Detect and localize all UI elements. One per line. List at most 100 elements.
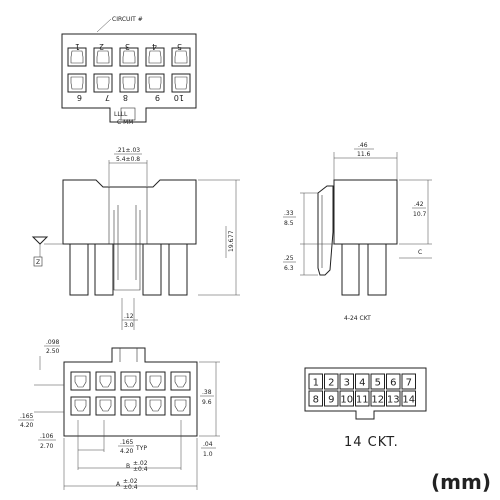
- circuit-leader: [96, 18, 112, 33]
- ckt-cell-number: 14: [402, 395, 415, 406]
- dim-420: 4.20: [20, 422, 34, 429]
- bottom-number-6: 6: [77, 93, 82, 102]
- bottom-number-10: 10: [174, 93, 184, 102]
- bottom-cavity: [70, 396, 91, 416]
- bottom-cavity: [170, 396, 191, 416]
- bottom-cavity-key: [124, 399, 137, 412]
- top-housing: [61, 33, 197, 123]
- b-tol: ±.02: [133, 460, 148, 467]
- ckt-cell: [339, 390, 354, 407]
- ckt-cell-number: 12: [371, 395, 384, 406]
- a-tol: ±.02: [123, 478, 138, 485]
- top-cavity-key: [148, 50, 162, 64]
- dim-098: .098: [46, 339, 60, 346]
- ckt-cell-number: 3: [344, 378, 350, 389]
- unit-label: (mm): [431, 470, 491, 494]
- dim-c: .25: [284, 255, 294, 262]
- ckt-cell: [386, 373, 401, 390]
- ckt-cell: [386, 390, 401, 407]
- ckt-cell-number: 8: [313, 395, 319, 406]
- circuit-label: CIRCUIT #: [112, 16, 143, 23]
- dim-width-mm: 11.6: [357, 151, 371, 158]
- front-latch: [113, 210, 141, 291]
- datum-triangle: [31, 236, 49, 245]
- dim-165b: .165: [120, 439, 134, 446]
- bottom-cavity: [70, 371, 91, 391]
- bottom-cavity-key: [149, 375, 162, 388]
- front-pin-3: [142, 243, 162, 296]
- top-cavity-key: [96, 76, 110, 90]
- front-pin-2: [94, 243, 114, 296]
- ckt-cell: [324, 373, 339, 390]
- front-housing: [62, 179, 197, 245]
- bottom-cavity: [120, 396, 141, 416]
- ckt-cell-number: 5: [375, 378, 381, 389]
- top-view: CIRCUIT # LLLL C MM 1 2 3 4 5 6 7 8 9 10: [61, 16, 197, 126]
- bottom-housing: [63, 347, 198, 437]
- datum-label: Z: [36, 259, 40, 266]
- dim-165: .165: [20, 413, 34, 420]
- dim-04: .04: [203, 441, 213, 448]
- bottom-cavity-key: [124, 375, 137, 388]
- range-label: 4-24 CKT: [344, 315, 371, 322]
- ckt-cell-number: 6: [390, 378, 396, 389]
- bottom-cavity: [145, 371, 166, 391]
- a-tol2: ±0.4: [123, 484, 138, 491]
- top-cavity: [67, 47, 87, 67]
- side-view: .46 11.6 .33 8.5 .25 6.3 .42 10.7 C 4-24…: [283, 142, 432, 322]
- ckt-cell: [339, 373, 354, 390]
- side-latch: [317, 185, 334, 276]
- top-cavity: [119, 47, 139, 67]
- ckt-cell: [401, 373, 416, 390]
- top-cavity: [145, 73, 165, 93]
- top-cavity: [93, 73, 113, 93]
- side-housing: [333, 179, 398, 245]
- dim-420b: 4.20: [120, 448, 134, 455]
- dim-top-mm: 5.4±0.8: [116, 156, 140, 163]
- ckt-cell: [370, 373, 385, 390]
- bottom-number-8: 8: [123, 93, 128, 102]
- top-cavity: [119, 73, 139, 93]
- dim-10: 1.0: [203, 451, 213, 458]
- bottom-cavity: [145, 396, 166, 416]
- ckt-cell-number: 7: [406, 378, 412, 389]
- dim-b: .42: [414, 201, 424, 208]
- front-view: .21±.03 5.4±0.8 .77 19.6 Z .12 3.0: [31, 147, 240, 330]
- top-number-1: 1: [75, 42, 80, 51]
- ckt-cell: [308, 390, 323, 407]
- top-cavity-key: [174, 50, 188, 64]
- top-cavity: [93, 47, 113, 67]
- b-label: B: [126, 463, 130, 470]
- top-cavity: [67, 73, 87, 93]
- ckt-cell: [355, 373, 370, 390]
- dim-a: .33: [284, 210, 294, 217]
- bottom-cavity-key: [149, 399, 162, 412]
- dim-height: .77: [228, 230, 235, 240]
- bottom-cavity-key: [174, 375, 187, 388]
- top-cavity-key: [70, 50, 84, 64]
- dim-b-mm: 10.7: [413, 211, 427, 218]
- bottom-cavity-key: [174, 399, 187, 412]
- top-cavity-key: [122, 50, 136, 64]
- dim-top: .21±.03: [116, 147, 140, 154]
- top-number-2: 2: [99, 42, 104, 51]
- top-cavity-key: [148, 76, 162, 90]
- c-label: C: [418, 249, 422, 256]
- ckt-cell-number: 9: [328, 395, 334, 406]
- ckt-cell: [401, 390, 416, 407]
- bottom-cavity: [95, 371, 116, 391]
- bottom-cavity-key: [74, 375, 87, 388]
- top-number-5: 5: [177, 42, 182, 51]
- ckt-cell: [308, 373, 323, 390]
- dim-pin: .12: [124, 313, 134, 320]
- top-number-3: 3: [125, 42, 130, 51]
- latch-block: [120, 107, 136, 121]
- b-tol2: ±0.4: [133, 466, 148, 473]
- top-cavity-key: [70, 76, 84, 90]
- bottom-view: .098 2.50 .38 9.6 .165 4.20 .106 2.70 .1…: [18, 339, 220, 491]
- bottom-cavity-key: [99, 399, 112, 412]
- latch-text: LLLL: [114, 111, 128, 118]
- bottom-cavity: [170, 371, 191, 391]
